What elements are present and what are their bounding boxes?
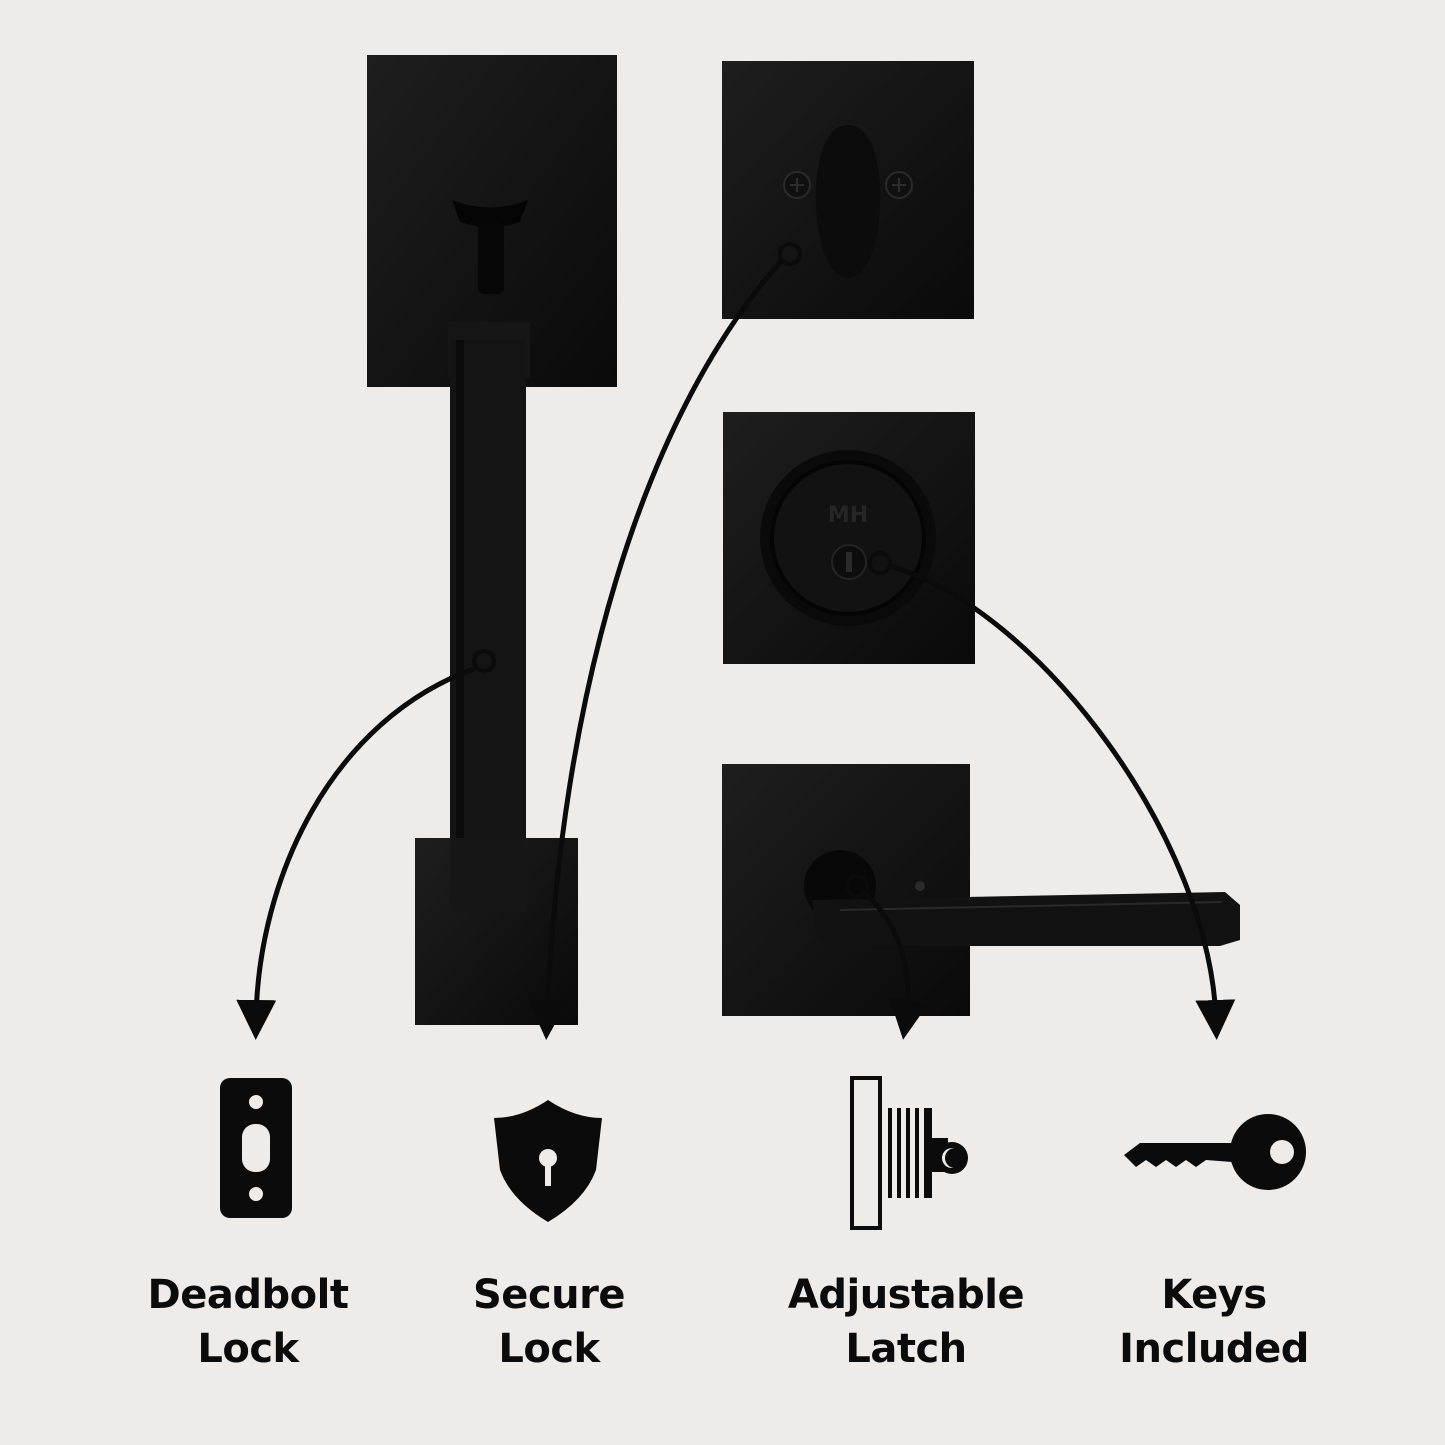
feature-label-deadbolt: Deadbolt Lock xyxy=(98,1268,398,1376)
cylinder-dot xyxy=(868,551,892,575)
interior-lever xyxy=(722,764,1240,1016)
lever-arm xyxy=(812,892,1240,946)
thumbturn-dot xyxy=(778,242,802,266)
lever-dot xyxy=(845,874,869,898)
feature-line2: Lock xyxy=(498,1326,600,1372)
adjustable-latch-icon xyxy=(850,1076,968,1230)
arrow-deadbolt xyxy=(236,665,477,1040)
thumbturn-deadbolt-interior xyxy=(722,61,974,319)
thumb-latch-stem xyxy=(478,222,504,294)
feature-label-adjustable: Adjustable Latch xyxy=(756,1268,1056,1376)
arrow-secure xyxy=(527,258,784,1040)
handleset-dot xyxy=(472,649,496,673)
keyed-cylinder-exterior: MH xyxy=(723,412,975,664)
callout-arrows xyxy=(236,258,1236,1040)
feature-line1: Secure xyxy=(473,1272,625,1318)
feature-line1: Deadbolt xyxy=(147,1272,349,1318)
feature-line1: Adjustable xyxy=(787,1272,1025,1318)
feature-line2: Latch xyxy=(845,1326,967,1372)
arrow-adjustable xyxy=(863,891,929,1040)
deadbolt-faceplate-icon xyxy=(220,1078,292,1218)
feature-line1: Keys xyxy=(1161,1272,1267,1318)
thumbturn-knob xyxy=(815,125,881,278)
key-icon xyxy=(1124,1114,1306,1190)
shield-keyhole-icon xyxy=(494,1100,602,1222)
handleset-grip xyxy=(367,55,617,1025)
feature-label-secure: Secure Lock xyxy=(399,1268,699,1376)
thumb-latch xyxy=(452,200,528,227)
svg-text:MH: MH xyxy=(828,503,868,528)
arrow-keys xyxy=(889,563,1236,1040)
feature-line2: Lock xyxy=(197,1326,299,1372)
feature-line2: Included xyxy=(1119,1326,1309,1372)
feature-label-keys: Keys Included xyxy=(1064,1268,1364,1376)
